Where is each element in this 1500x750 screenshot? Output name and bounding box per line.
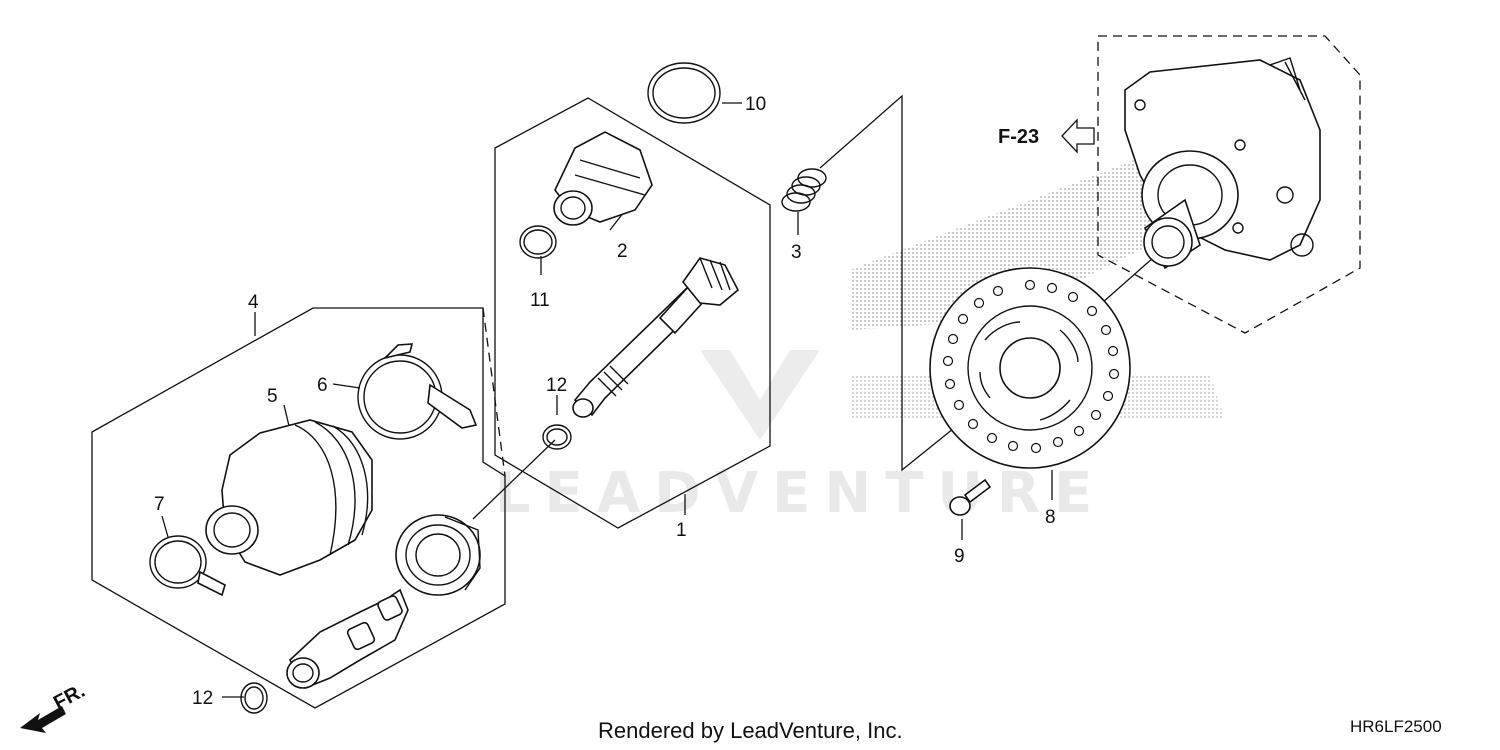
callout-5: 5 <box>267 386 278 407</box>
cv-bearing-cup[interactable] <box>395 514 481 596</box>
part-3-spring[interactable] <box>781 168 827 212</box>
callout-1: 1 <box>676 520 687 541</box>
watermark-logo <box>700 350 820 440</box>
universal-joint[interactable] <box>286 588 409 690</box>
callout-3: 3 <box>791 242 802 263</box>
f-23-reference-label: F-23 <box>998 126 1039 148</box>
callout-12-upper: 12 <box>546 375 567 396</box>
part-11-o-ring[interactable] <box>519 225 557 259</box>
front-direction-arrow-icon <box>20 706 66 733</box>
part-1-drive-shaft[interactable] <box>572 257 740 418</box>
callout-11: 11 <box>530 290 550 311</box>
callout-numbers: 1 2 3 4 5 6 7 8 9 10 11 12 12 <box>154 94 1056 709</box>
diagram-code: HR6LF2500 <box>1350 717 1442 736</box>
f-23-reference-arrow-icon <box>1061 118 1095 154</box>
front-direction-label: FR. <box>50 680 89 715</box>
callout-10: 10 <box>745 94 766 115</box>
hub-knuckle[interactable] <box>1124 57 1321 270</box>
callout-8: 8 <box>1045 507 1056 528</box>
part-10-o-ring[interactable] <box>647 62 721 124</box>
part-5-outer-boot[interactable] <box>205 419 373 576</box>
rendered-by-credit: Rendered by LeadVenture, Inc. <box>598 718 903 743</box>
callout-7: 7 <box>154 494 165 515</box>
part-2-inner-boot[interactable] <box>553 131 653 226</box>
callout-6: 6 <box>317 375 328 396</box>
part-12-o-ring-lower[interactable] <box>240 682 268 714</box>
callout-2: 2 <box>617 241 628 262</box>
assembly-hidden-edge-4 <box>482 307 506 477</box>
brake-disc-holes <box>942 279 1120 454</box>
part-12-o-ring-upper[interactable] <box>542 424 572 450</box>
part-9-bolt[interactable] <box>949 478 992 516</box>
part-8-brake-disc[interactable] <box>929 267 1131 469</box>
part-6-band-clamp[interactable] <box>357 343 478 440</box>
assembly-outline-hub <box>1097 35 1361 334</box>
part-7-boot-clamp[interactable] <box>149 535 226 597</box>
callout-12-lower: 12 <box>192 688 213 709</box>
watermark-text: LEADVENTURE <box>495 461 1106 526</box>
callout-9: 9 <box>954 546 965 567</box>
callout-4: 4 <box>248 292 259 313</box>
assembly-outline-1 <box>494 97 771 529</box>
